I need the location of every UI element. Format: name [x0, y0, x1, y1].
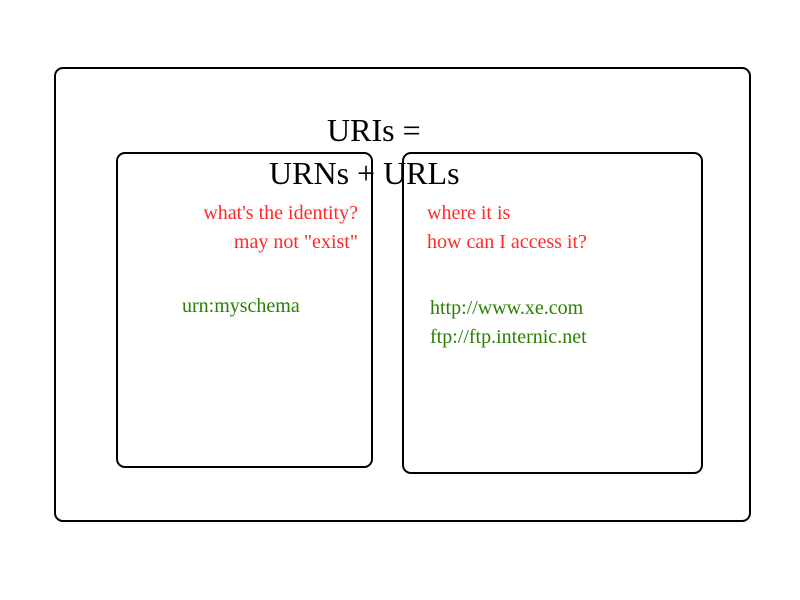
- url-example-ftp: ftp://ftp.internic.net: [430, 326, 587, 348]
- uri-outer-box: [54, 67, 751, 522]
- title-uris: URIs =: [327, 112, 421, 148]
- url-description-where: where it is: [427, 202, 511, 224]
- urn-description-may-not-exist: may not "exist": [233, 231, 358, 253]
- urn-description-identity: what's the identity?: [203, 202, 358, 224]
- urn-box: [116, 152, 373, 468]
- urn-example: urn:myschema: [182, 295, 300, 317]
- url-description-access: how can I access it?: [427, 231, 587, 253]
- url-box: [402, 152, 703, 474]
- url-example-http: http://www.xe.com: [430, 297, 584, 319]
- title-urns-plus-urls: URNs + URLs: [269, 155, 460, 191]
